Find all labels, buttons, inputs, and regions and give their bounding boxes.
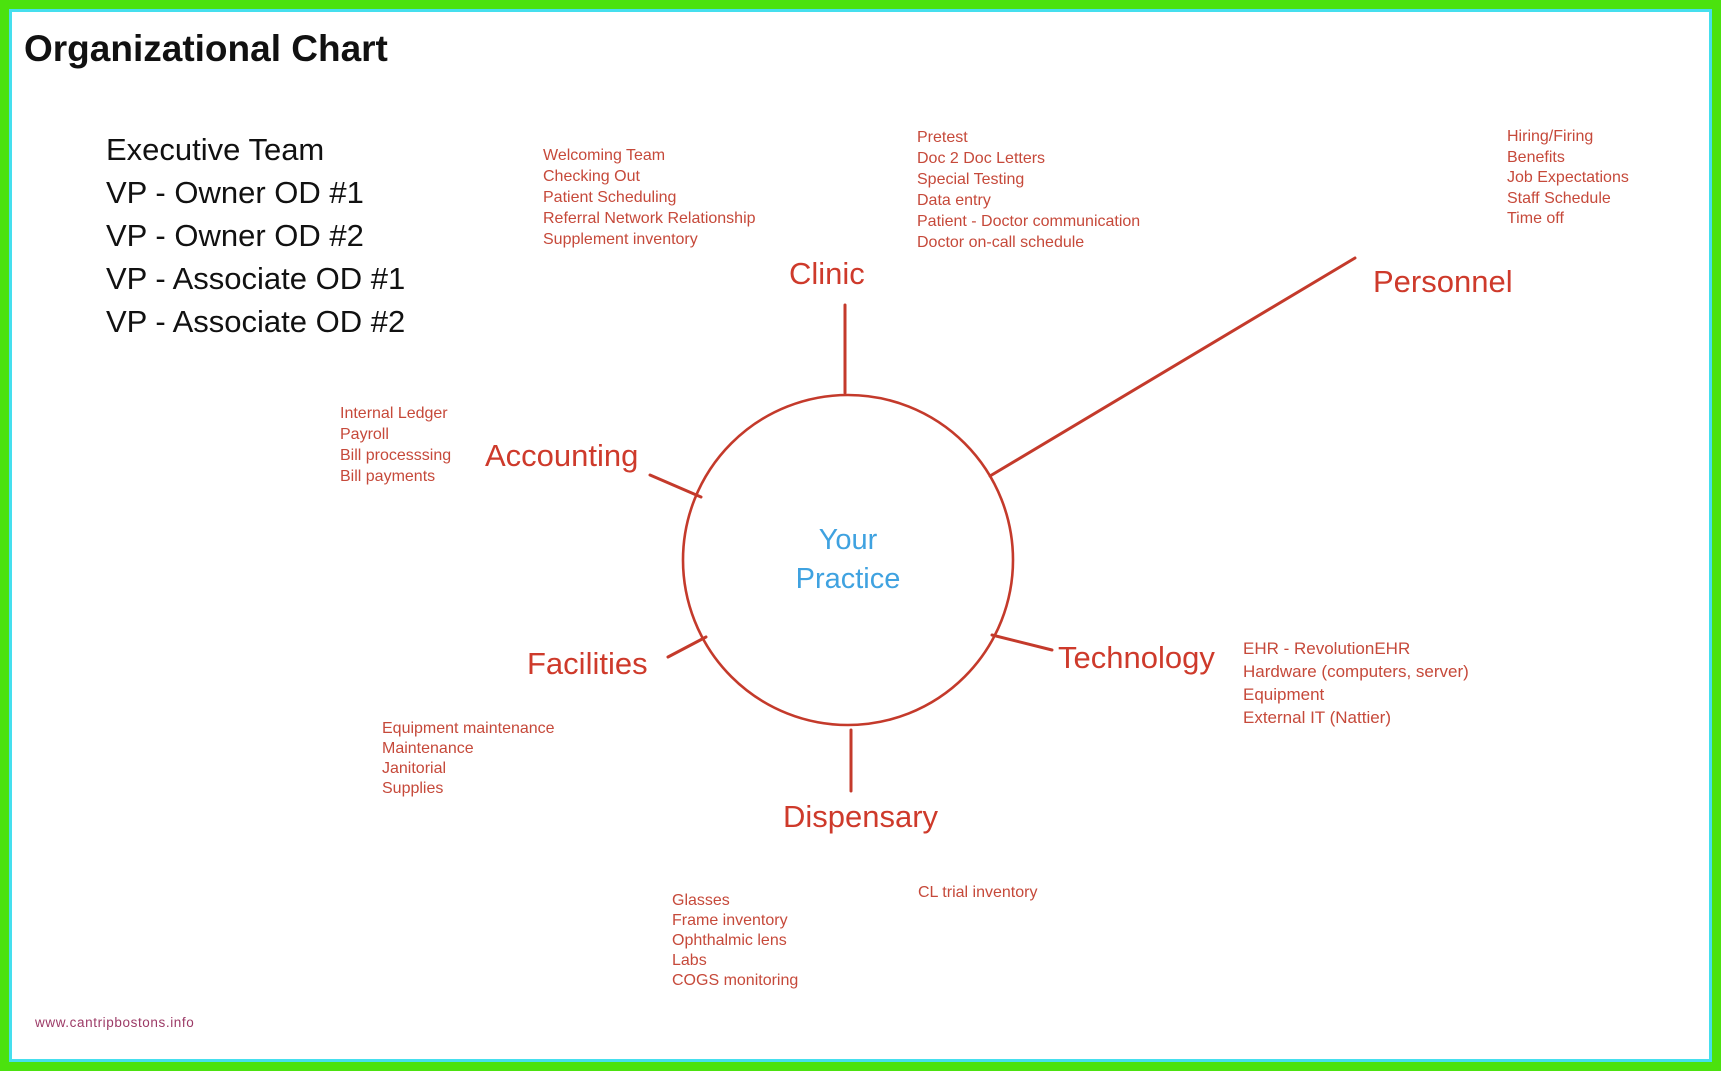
branch-label-clinic: Clinic [789,256,865,291]
list-item: Time off [1507,210,1564,227]
list-item: Supplies [382,780,444,797]
list-item: COGS monitoring [672,972,799,989]
list-item: EHR - RevolutionEHR [1243,639,1411,658]
list-item: Benefits [1507,148,1565,166]
list-item: External IT (Nattier) [1243,708,1392,727]
branch-label-dispensary: Dispensary [783,799,939,834]
branch-label-personnel: Personnel [1373,264,1513,299]
list-item: Staff Schedule [1507,189,1611,207]
list-item: Labs [672,952,707,969]
dispensary-cl-trial-list: CL trial inventory [918,882,1037,903]
list-item: Data entry [917,192,991,209]
list-item: Glasses [672,892,730,909]
watermark-text: www.cantripbostons.info [35,1015,195,1030]
list-item: Bill payments [340,468,436,485]
list-item: CL trial inventory [918,884,1038,901]
page-title: Organizational Chart [24,28,388,69]
list-item: VP - Owner OD #1 [106,175,364,210]
accounting-connector-line [648,473,703,499]
list-item: Patient Scheduling [543,189,677,206]
branch-label-technology: Technology [1058,640,1215,675]
list-item: Doctor on-call schedule [917,234,1085,251]
center-circle [681,393,1015,727]
list-item: Ophthalmic lens [672,932,787,949]
technology-items-list: EHR - RevolutionEHR Hardware (computers, … [1243,637,1469,729]
list-item: Pretest [917,129,968,146]
center-label: Your Practice [738,521,958,599]
list-item: Equipment [1243,685,1325,704]
list-item: Maintenance [382,740,474,757]
list-item: VP - Associate OD #2 [106,304,406,339]
list-item: Doc 2 Doc Letters [917,150,1046,167]
list-item: Internal Ledger [340,405,448,422]
list-item: Welcoming Team [543,147,666,164]
executive-team-list: Executive Team VP - Owner OD #1 VP - Owner… [106,128,405,343]
list-item: Executive Team [106,132,325,167]
center-label-line1: Your [818,524,878,556]
list-item: Bill processsing [340,447,452,464]
list-item: Frame inventory [672,912,788,929]
list-item: Hiring/Firing [1507,128,1594,145]
list-item: Referral Network Relationship [543,210,756,227]
list-item: Equipment maintenance [382,720,555,737]
list-item: Checking Out [543,168,640,185]
facilities-connector-line [666,635,708,659]
list-item: VP - Owner OD #2 [106,218,364,253]
list-item: Hardware (computers, server) [1243,662,1469,681]
list-item: Patient - Doctor communication [917,213,1141,230]
branch-label-accounting: Accounting [485,438,639,473]
center-label-line2: Practice [795,563,901,595]
list-item: Special Testing [917,171,1025,188]
list-item: Supplement inventory [543,231,698,248]
list-item: VP - Associate OD #1 [106,261,406,296]
personnel-connector-line [988,256,1357,478]
list-item: Job Expectations [1507,169,1629,186]
list-item: Payroll [340,426,389,443]
branch-label-facilities: Facilities [527,646,648,681]
list-item: Janitorial [382,760,447,777]
technology-connector-line [990,633,1054,652]
